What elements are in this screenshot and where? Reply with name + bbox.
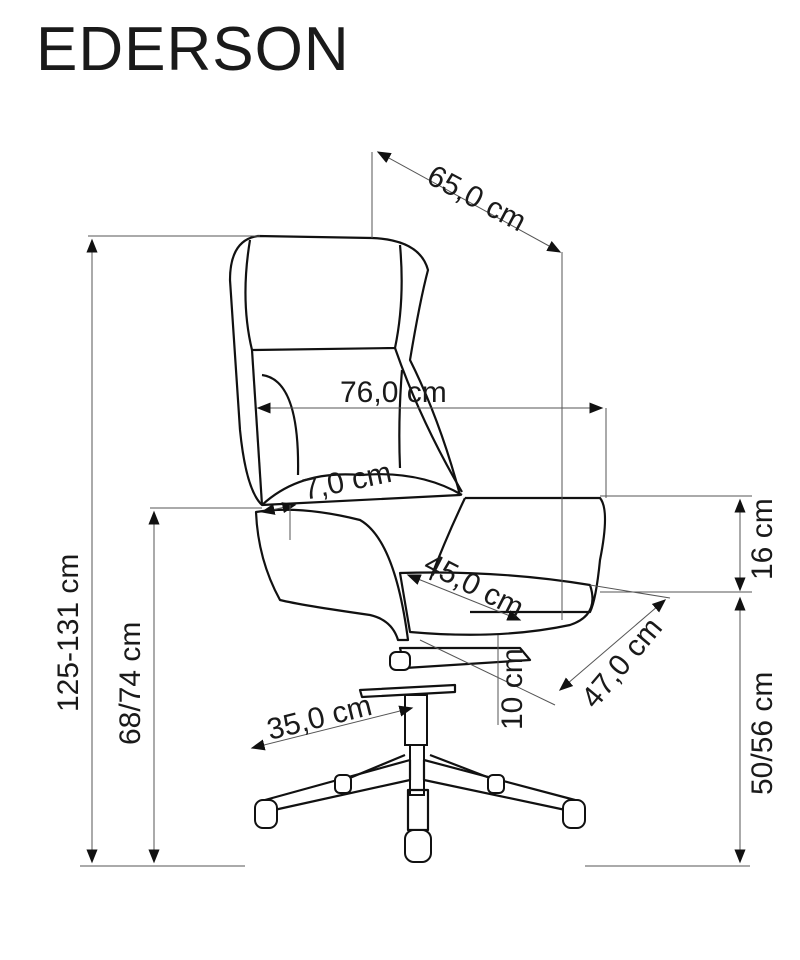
label-armrest-floor-height: 68/74 cm [114,622,147,745]
label-depth: 65,0 cm [422,159,532,238]
label-seat-thickness: 10 cm [496,648,529,730]
label-total-height: 125-131 cm [52,554,85,712]
label-armrest-height: 16 cm [746,498,779,580]
dimension-lines [80,151,752,867]
chair-drawing [228,234,607,863]
product-title: EDERSON [36,15,350,84]
label-base-radius: 35,0 cm [264,689,376,747]
label-width: 76,0 cm [340,376,447,409]
label-seat-height: 50/56 cm [746,672,779,795]
label-seat-width: 47,0 cm [575,612,669,715]
